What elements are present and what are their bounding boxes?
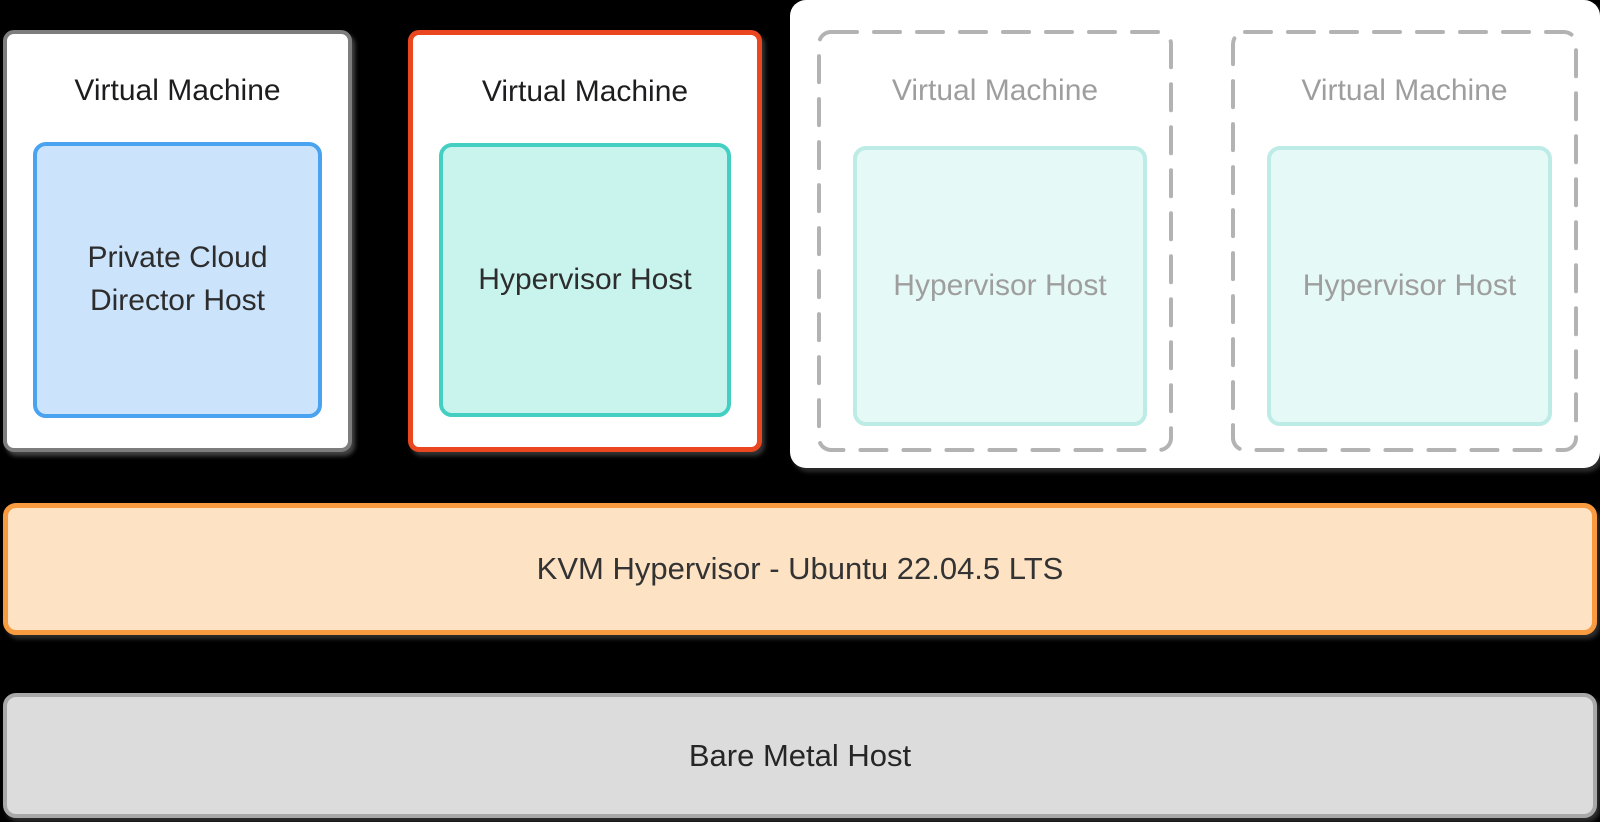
hypervisor-host-box: Hypervisor Host — [439, 143, 731, 417]
bare-metal-host-label: Bare Metal Host — [688, 737, 912, 773]
dashed-border — [817, 30, 1173, 452]
vm-title: Virtual Machine — [74, 74, 281, 107]
vm-box-planned-2: Virtual Machine Hypervisor Host — [1231, 30, 1578, 452]
vm-box-hypervisor-host: Virtual Machine Hypervisor Host — [408, 30, 762, 452]
vm-box-private-cloud-director: Virtual Machine Private Cloud Director H… — [3, 30, 352, 452]
hypervisor-host-box-planned: Hypervisor Host — [853, 146, 1147, 426]
vm-box-planned-1: Virtual Machine Hypervisor Host — [817, 30, 1173, 452]
planned-vm-group-panel: Virtual Machine Hypervisor Host Virtual … — [790, 0, 1600, 468]
kvm-hypervisor-layer: KVM Hypervisor - Ubuntu 22.04.5 LTS — [3, 503, 1597, 635]
vm-title: Virtual Machine — [1301, 74, 1508, 107]
vm-title: Virtual Machine — [891, 74, 1099, 107]
dashed-border — [1231, 30, 1578, 452]
hypervisor-host-box-planned: Hypervisor Host — [1267, 146, 1552, 426]
kvm-hypervisor-label: KVM Hypervisor - Ubuntu 22.04.5 LTS — [536, 551, 1064, 586]
vm-title: Virtual Machine — [481, 75, 689, 108]
private-cloud-director-host-box: Private Cloud Director Host — [33, 142, 322, 418]
bare-metal-host-layer: Bare Metal Host — [3, 693, 1597, 818]
